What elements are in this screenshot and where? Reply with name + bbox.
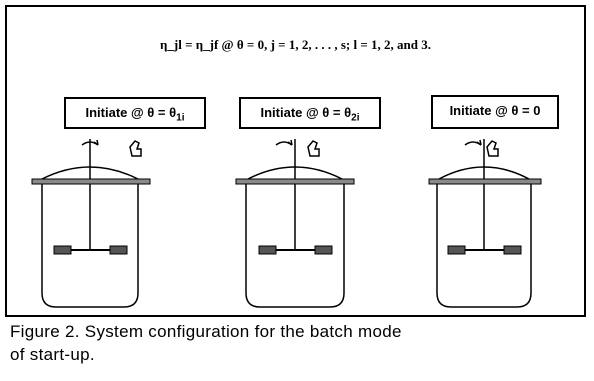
figure-frame: η_jl = η_jf @ θ = 0, j = 1, 2, . . . , s… xyxy=(5,5,586,317)
reactor-2-vessel xyxy=(235,139,355,308)
reactor-3: Initiate @ θ = 0 xyxy=(428,95,579,317)
caption-line-2: of start-up. xyxy=(10,345,95,364)
reactor-3-vessel xyxy=(428,139,542,308)
caption-line-1: Figure 2. System configuration for the b… xyxy=(10,322,402,341)
reactor-2-label: Initiate @ θ = θ2i xyxy=(239,97,381,129)
hand-icon xyxy=(486,140,499,157)
hand-icon xyxy=(129,140,142,157)
initial-condition-equation: η_jl = η_jf @ θ = 0, j = 1, 2, . . . , s… xyxy=(7,37,584,53)
reactor-2: Initiate @ θ = θ2i xyxy=(232,97,382,317)
reactor-3-label: Initiate @ θ = 0 xyxy=(431,95,559,129)
reactor-1-vessel xyxy=(31,139,151,308)
reactor-1-label: Initiate @ θ = θ1i xyxy=(64,97,206,129)
equation-text: η_jl = η_jf @ θ = 0, j = 1, 2, . . . , s… xyxy=(160,37,431,52)
reactor-1: Initiate @ θ = θ1i xyxy=(31,97,206,317)
hand-icon xyxy=(307,140,320,157)
figure-caption: Figure 2. System configuration for the b… xyxy=(10,320,580,366)
